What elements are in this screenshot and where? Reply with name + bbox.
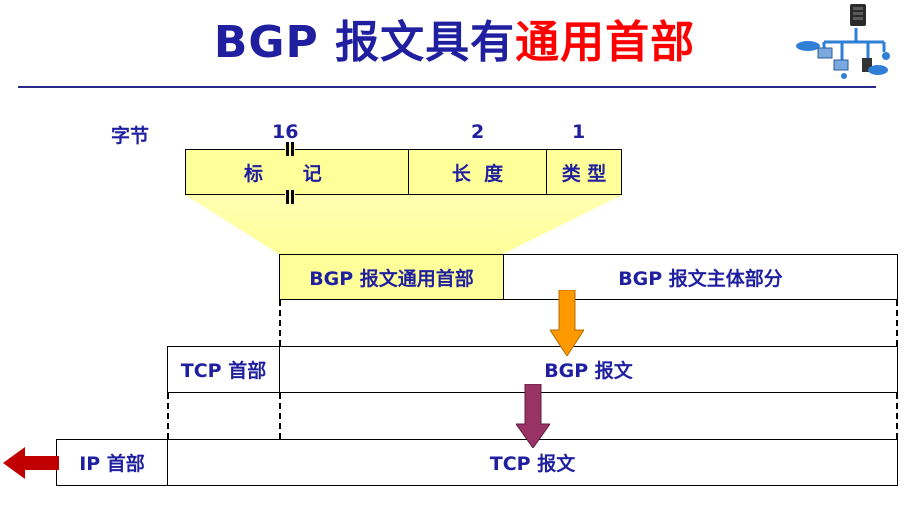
break-mark-bottom (285, 190, 295, 204)
type-field: 类 型 (546, 149, 622, 195)
marker-length-label: 16 (272, 121, 299, 143)
guide-line (279, 393, 281, 439)
title-part-2: 通用首部 (515, 17, 696, 68)
guide-line (167, 393, 169, 439)
length-length-label: 2 (471, 121, 485, 143)
page-title: BGP 报文具有通用首部 (0, 6, 909, 70)
bgp-common-header: BGP 报文通用首部 (279, 254, 504, 300)
left-arrow-red-icon (3, 447, 59, 479)
type-length-label: 1 (572, 121, 586, 143)
length-field: 长 度 (408, 149, 547, 195)
tcp-header: TCP 首部 (167, 346, 280, 393)
down-arrow-orange-icon (550, 290, 584, 356)
title-divider (18, 86, 876, 88)
down-arrow-maroon-icon (516, 384, 550, 448)
tcp-payload-bgp-message: BGP 报文 (279, 346, 898, 393)
guide-line (896, 300, 898, 346)
byte-unit-label: 字节 (111, 125, 150, 147)
break-mark-top (285, 142, 295, 156)
guide-line (279, 300, 281, 346)
ip-header: IP 首部 (56, 439, 168, 486)
guide-line (896, 393, 898, 439)
network-topology-icon (796, 4, 890, 79)
marker-field: 标 记 (185, 149, 409, 195)
title-part-1: BGP 报文具有 (213, 17, 516, 68)
